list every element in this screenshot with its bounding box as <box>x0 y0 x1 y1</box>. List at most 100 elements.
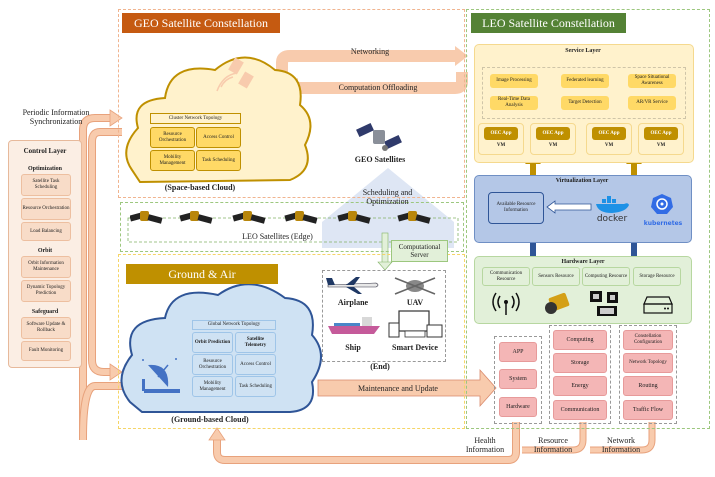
docker-icon <box>596 196 629 213</box>
section-safeguard: Safeguard <box>31 309 59 315</box>
geo-resource-orchestration: Resource Orchestration <box>150 127 195 148</box>
kubernetes-icon <box>651 194 673 214</box>
hw-communication: Communication Resource <box>482 267 530 286</box>
hardware-layer: Hardware Layer Communication Resource Se… <box>474 256 692 324</box>
virtualization-title: Virtualization Layer <box>555 178 609 184</box>
oec-app-2: OEC App <box>536 127 570 140</box>
geo-satellite-signal-icon <box>216 57 254 92</box>
uav-icon <box>394 277 436 295</box>
vm-1: OEC App VM <box>478 123 524 155</box>
ctrl-software-update: Software Update & Rollback <box>21 317 71 339</box>
docker-label: docker <box>596 214 628 224</box>
leo-edge-label: LEO Satellites (Edge) <box>242 232 313 241</box>
geo-title: GEO Satellite Constellation <box>122 13 280 33</box>
vm-row: OEC App VM OEC App VM OEC App VM OEC App… <box>478 123 688 157</box>
geo-region <box>118 9 465 198</box>
computation-offloading-arrow <box>295 72 468 94</box>
vm-label-3: VM <box>604 143 614 148</box>
ctrl-fault-monitoring: Fault Monitoring <box>21 341 71 361</box>
maintenance-arrow <box>317 368 497 408</box>
end-devices-box: Airplane UAV Ship Smart Device <box>322 270 446 362</box>
ctrl-dynamic-topology: Dynamic Topology Prediction <box>21 280 71 302</box>
smart-device-icon <box>388 310 443 338</box>
network-group: Constellation Configuration Network Topo… <box>619 325 677 424</box>
hw-computing: Computing Resource <box>582 267 630 286</box>
maintenance-label: Maintenance and Update <box>358 383 438 393</box>
geo-task-scheduling: Task Scheduling <box>196 150 241 171</box>
oec-app-1: OEC App <box>484 127 518 140</box>
periodic-sync-label: Periodic Information Synchronization <box>22 108 90 126</box>
svc-image-processing: Image Processing <box>490 74 538 88</box>
vm-2: OEC App VM <box>530 123 576 155</box>
airplane-label: Airplane <box>337 298 369 307</box>
network-routing: Routing <box>623 376 673 396</box>
computing-chips-icon <box>590 291 618 316</box>
health-group: APP System Hardware <box>494 336 542 424</box>
section-optimization: Optimization <box>28 166 62 172</box>
scheduling-label: Scheduling and Optimization <box>362 188 413 206</box>
ship-label: Ship <box>345 343 361 352</box>
geo-access-control: Access Control <box>196 127 241 148</box>
resource-info-label: Resource Information <box>533 436 573 454</box>
computation-offloading-label: Computation Offloading <box>338 83 418 92</box>
kubernetes-label: kubernetes <box>643 220 683 227</box>
section-orbit: Orbit <box>37 248 53 254</box>
resource-energy: Energy <box>553 376 607 396</box>
uav-label: UAV <box>406 298 424 307</box>
resource-communication: Communication <box>553 400 607 420</box>
ground-air-region <box>118 254 465 429</box>
network-constellation-config: Constellation Configuration <box>623 330 673 350</box>
svc-federated-learning: Federated learning <box>561 74 609 88</box>
networking-label: Networking <box>350 47 390 56</box>
sensor-camera-icon <box>545 292 570 314</box>
control-layer-panel: Control Layer Optimization Satellite Tas… <box>8 140 82 368</box>
geo-mobility-management: Mobility Management <box>150 150 195 171</box>
vm-3: OEC App VM <box>586 123 632 155</box>
leo-constellation-region <box>466 9 710 429</box>
resource-computing: Computing <box>553 330 607 350</box>
svc-arvr: AR/VR Service <box>628 96 676 110</box>
geo-satellite-icon <box>356 122 402 151</box>
ga-orbit-prediction: Orbit Prediction <box>192 332 233 353</box>
ground-station-icon <box>142 358 180 393</box>
leo-constellation-title: LEO Satellite Constellation <box>471 13 626 33</box>
scheduling-triangle <box>322 168 454 248</box>
resource-group: Computing Storage Energy Communication <box>549 325 611 424</box>
resource-info-arrow <box>546 200 592 214</box>
hw-sensors: Sensors Resource <box>532 267 580 286</box>
networking-arrow <box>276 50 460 78</box>
hardware-title: Hardware Layer <box>561 259 605 265</box>
ga-resource-orchestration: Resource Orchestration <box>192 354 233 375</box>
available-resource-info: Available Resource Information <box>488 192 544 224</box>
vm-4: OEC App VM <box>638 123 684 155</box>
health-app: APP <box>499 342 537 362</box>
services-group: Image Processing Federated learning Spac… <box>482 67 686 119</box>
resource-storage: Storage <box>553 353 607 373</box>
global-topology: Global Network Topology <box>192 320 276 330</box>
airplane-icon <box>326 277 379 294</box>
vm-label-2: VM <box>548 143 558 148</box>
vm-label-1: VM <box>496 143 506 148</box>
space-cloud-caption: (Space-based Cloud) <box>164 183 236 192</box>
geo-satellites-label: GEO Satellites <box>354 155 406 164</box>
oec-app-3: OEC App <box>592 127 626 140</box>
network-info-label: Network Information <box>601 436 641 454</box>
vm-label-4: VM <box>656 143 666 148</box>
computational-server-label: Computational Server <box>391 240 448 262</box>
ground-cloud-caption: (Ground-based Cloud) <box>171 415 249 424</box>
hw-storage: Storage Resource <box>633 267 681 286</box>
ctrl-orbit-info: Orbit Information Maintenance <box>21 256 71 278</box>
svc-realtime-analysis: Real-Time Data Analysis <box>490 96 538 110</box>
network-topology: Network Topology <box>623 353 673 373</box>
health-info-label: Health Information <box>465 436 505 454</box>
network-traffic-flow: Traffic Flow <box>623 400 673 420</box>
leo-edge-region <box>120 202 464 252</box>
ship-icon <box>328 317 380 334</box>
svc-space-awareness: Space Situational Awareness <box>628 74 676 88</box>
antenna-icon <box>492 292 520 315</box>
control-layer-title: Control Layer <box>23 147 67 155</box>
ga-task-scheduling: Task Scheduling <box>235 376 276 397</box>
svc-target-detection: Target Detection <box>561 96 609 110</box>
ga-access-control: Access Control <box>235 354 276 375</box>
ga-satellite-telemetry: Satellite Telemetry <box>235 332 276 353</box>
